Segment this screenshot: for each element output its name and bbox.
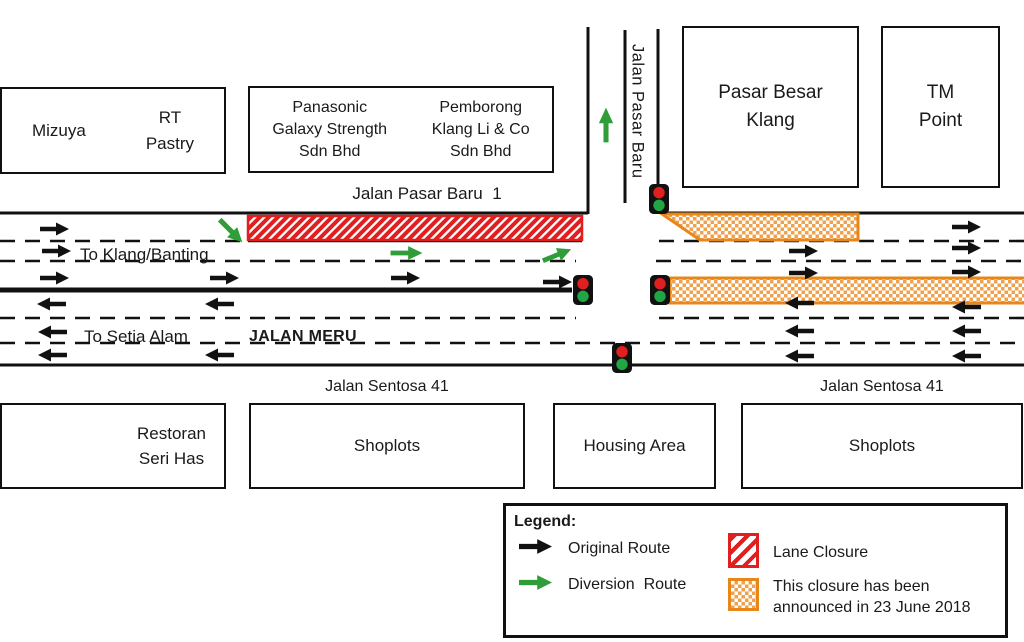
lane-closure-swatch <box>728 533 759 568</box>
announced-closure-zone-top <box>657 212 860 242</box>
building-housing-area: Housing Area <box>553 403 716 489</box>
black-arrow-icon <box>519 539 552 554</box>
lane-arrow-right <box>543 275 572 289</box>
building-label: Pasar Besar Klang <box>718 82 823 131</box>
road-label-to-klang-banting: To Klang/Banting <box>80 245 209 264</box>
lane-arrow-right <box>952 241 981 255</box>
lane-arrow-right <box>391 271 420 285</box>
road-label-jalan-meru: JALAN MERU <box>249 328 357 345</box>
road-label-to-setia-alam: To Setia Alam <box>84 327 188 346</box>
building-restoran-seri-has: Restoran Seri Has <box>0 403 226 489</box>
traffic-light-icon <box>650 275 670 305</box>
building-label: RT Pastry <box>145 107 194 153</box>
lane-arrow-left <box>38 348 67 362</box>
lane-arrow-right <box>952 220 981 234</box>
lane-arrow-right <box>40 271 69 285</box>
road-label-jalan-pasar-baru: Jalan Pasar Baru <box>628 44 647 179</box>
building-label: Pemborong Klang Li & Co Sdn Bhd <box>431 98 530 160</box>
legend-lane-closure-label: Lane Closure <box>773 544 869 561</box>
traffic-light-icon <box>573 275 593 305</box>
lane-arrow-right <box>210 271 239 285</box>
green-arrow-icon <box>519 575 552 590</box>
building-shoplots-left: Shoplots <box>249 403 525 489</box>
road-label-jalan-sentosa-41-right: Jalan Sentosa 41 <box>820 378 944 395</box>
lane-arrow-left <box>952 349 981 363</box>
building-label: Mizuya <box>31 120 86 140</box>
lane-arrow-left <box>785 324 814 338</box>
road-label-jalan-sentosa-41-left: Jalan Sentosa 41 <box>325 378 449 395</box>
building-panasonic-pemborong: Panasonic Galaxy Strength Sdn Bhd Pembor… <box>248 86 554 173</box>
traffic-light-icon <box>649 184 669 214</box>
lane-closure-red-zone <box>246 214 584 242</box>
legend-announced-label: This closure has been announced in 23 Ju… <box>773 578 971 616</box>
diversion-arrow-up <box>598 107 614 143</box>
building-shoplots-right: Shoplots <box>741 403 1023 489</box>
diversion-arrow-down-right <box>214 214 248 248</box>
lane-arrow-left <box>38 325 67 339</box>
building-label: Restoran Seri Has <box>137 424 206 468</box>
lane-arrow-left <box>952 324 981 338</box>
lane-arrow-right <box>40 222 69 236</box>
legend-diversion-route-label: Diversion Route <box>568 576 687 593</box>
building-label: Shoplots <box>353 436 421 456</box>
legend-original-route-label: Original Route <box>568 540 671 557</box>
building-label: TM Point <box>918 82 963 131</box>
announced-closure-zone-middle <box>668 276 1024 305</box>
building-label: Panasonic Galaxy Strength Sdn Bhd <box>272 98 388 160</box>
road-lines <box>0 27 1024 367</box>
legend-title: Legend: <box>514 513 577 530</box>
lane-arrow-right <box>789 244 818 258</box>
building-tm-point: TM Point <box>881 26 1000 188</box>
road-label-jalan-pasar-baru-1: Jalan Pasar Baru 1 <box>352 184 502 203</box>
traffic-light-icon <box>612 343 632 373</box>
building-label: Shoplots <box>848 436 916 456</box>
diversion-arrow-up-right <box>540 242 574 268</box>
lane-arrow-left <box>785 349 814 363</box>
diversion-arrow-right <box>390 246 423 260</box>
legend-box: Legend: Original Route Diversion Route L… <box>503 503 1008 638</box>
lane-arrow-left <box>37 297 66 311</box>
announced-closure-swatch <box>728 578 759 611</box>
building-label: Housing Area <box>583 436 686 456</box>
lane-arrow-left <box>205 348 234 362</box>
lane-arrow-right <box>42 244 71 258</box>
building-mizuya-rt-pastry: Mizuya RT Pastry <box>0 87 226 174</box>
lane-arrow-left <box>205 297 234 311</box>
building-pasar-besar-klang: Pasar Besar Klang <box>682 26 859 188</box>
